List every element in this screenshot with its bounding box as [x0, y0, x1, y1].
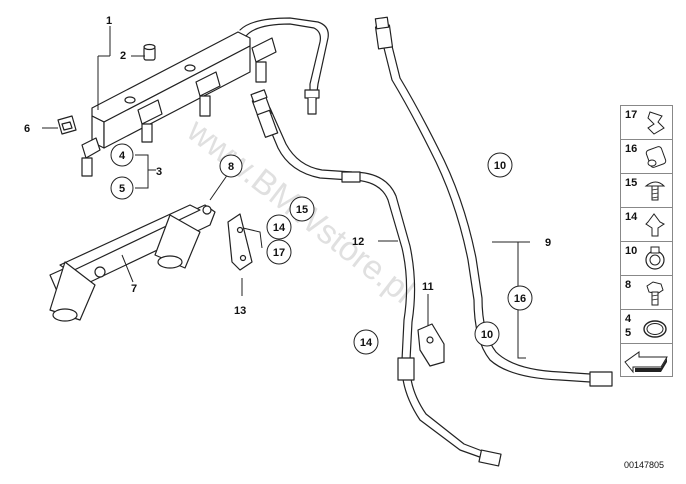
injector-2 [137, 99, 163, 143]
legend-number: 16 [625, 143, 638, 155]
legend-item-10: 10 [620, 241, 673, 275]
legend-item-15: 15 [620, 173, 673, 207]
callout-6: 6 [24, 123, 30, 135]
legend-item-17: 17 [620, 105, 673, 139]
callout-5: 5 [110, 176, 134, 200]
svg-text:17: 17 [273, 247, 285, 259]
parts-legend: 17 16 15 14 10 8 [620, 105, 673, 377]
clip-icon [647, 111, 665, 135]
callout-4: 4 [110, 143, 134, 167]
legend-item-14: 14 [620, 207, 673, 241]
callout-12: 12 [352, 236, 364, 248]
svg-text:5: 5 [119, 183, 125, 195]
legend-number: 17 [625, 109, 638, 121]
callout-13: 13 [234, 305, 246, 317]
legend-item-4-5: 4 5 [620, 309, 673, 343]
callout-1: 1 [106, 15, 112, 27]
legend-item-8: 8 [620, 275, 673, 309]
legend-number: 14 [625, 211, 638, 223]
legend-number: 4 [625, 313, 632, 325]
callout-14-lower: 14 [353, 329, 379, 355]
injector-4 [251, 37, 277, 83]
legend-item-16: 16 [620, 139, 673, 173]
cap [143, 43, 156, 61]
return-line [374, 16, 613, 387]
bracket [49, 204, 216, 322]
svg-text:14: 14 [273, 222, 286, 234]
svg-text:14: 14 [360, 337, 373, 349]
screw-icon [644, 181, 666, 201]
arrow-icon [624, 351, 668, 374]
callout-10-lower: 10 [474, 321, 500, 347]
fuel-rail [91, 17, 329, 149]
callout-9: 9 [545, 237, 551, 249]
svg-text:16: 16 [514, 293, 526, 305]
legend-number: 8 [625, 279, 632, 291]
rail-clip [57, 115, 77, 135]
document-id: 00147805 [624, 460, 665, 470]
seal-ring-icon [643, 320, 667, 338]
svg-text:8: 8 [228, 161, 234, 173]
callout-8: 8 [219, 154, 243, 178]
legend-number: 15 [625, 177, 638, 189]
svg-text:10: 10 [481, 329, 493, 341]
injector-3 [195, 71, 221, 117]
legend-number-secondary: 5 [625, 327, 632, 339]
hex-bolt-icon [646, 281, 664, 306]
line-holder [417, 323, 445, 367]
callout-10-upper: 10 [487, 152, 513, 178]
injector-1 [81, 137, 101, 177]
expanding-rivet-icon [645, 213, 665, 237]
hose-clamp-icon [645, 246, 665, 270]
callout-14-upper: 14 [266, 214, 292, 240]
callout-15: 15 [289, 196, 315, 222]
callout-17: 17 [266, 239, 292, 265]
callout-7: 7 [131, 283, 137, 295]
callout-2: 2 [120, 50, 126, 62]
legend-number: 10 [625, 245, 638, 257]
callout-16: 16 [507, 285, 533, 311]
svg-text:10: 10 [494, 160, 506, 172]
svg-text:4: 4 [119, 150, 126, 162]
fuel-line [250, 89, 502, 467]
callout-3: 3 [156, 166, 162, 178]
callout-11: 11 [422, 281, 434, 293]
legend-item-arrow [620, 343, 673, 377]
sleeve-icon [645, 146, 667, 168]
holder-plate [227, 213, 253, 271]
svg-text:15: 15 [296, 204, 308, 216]
